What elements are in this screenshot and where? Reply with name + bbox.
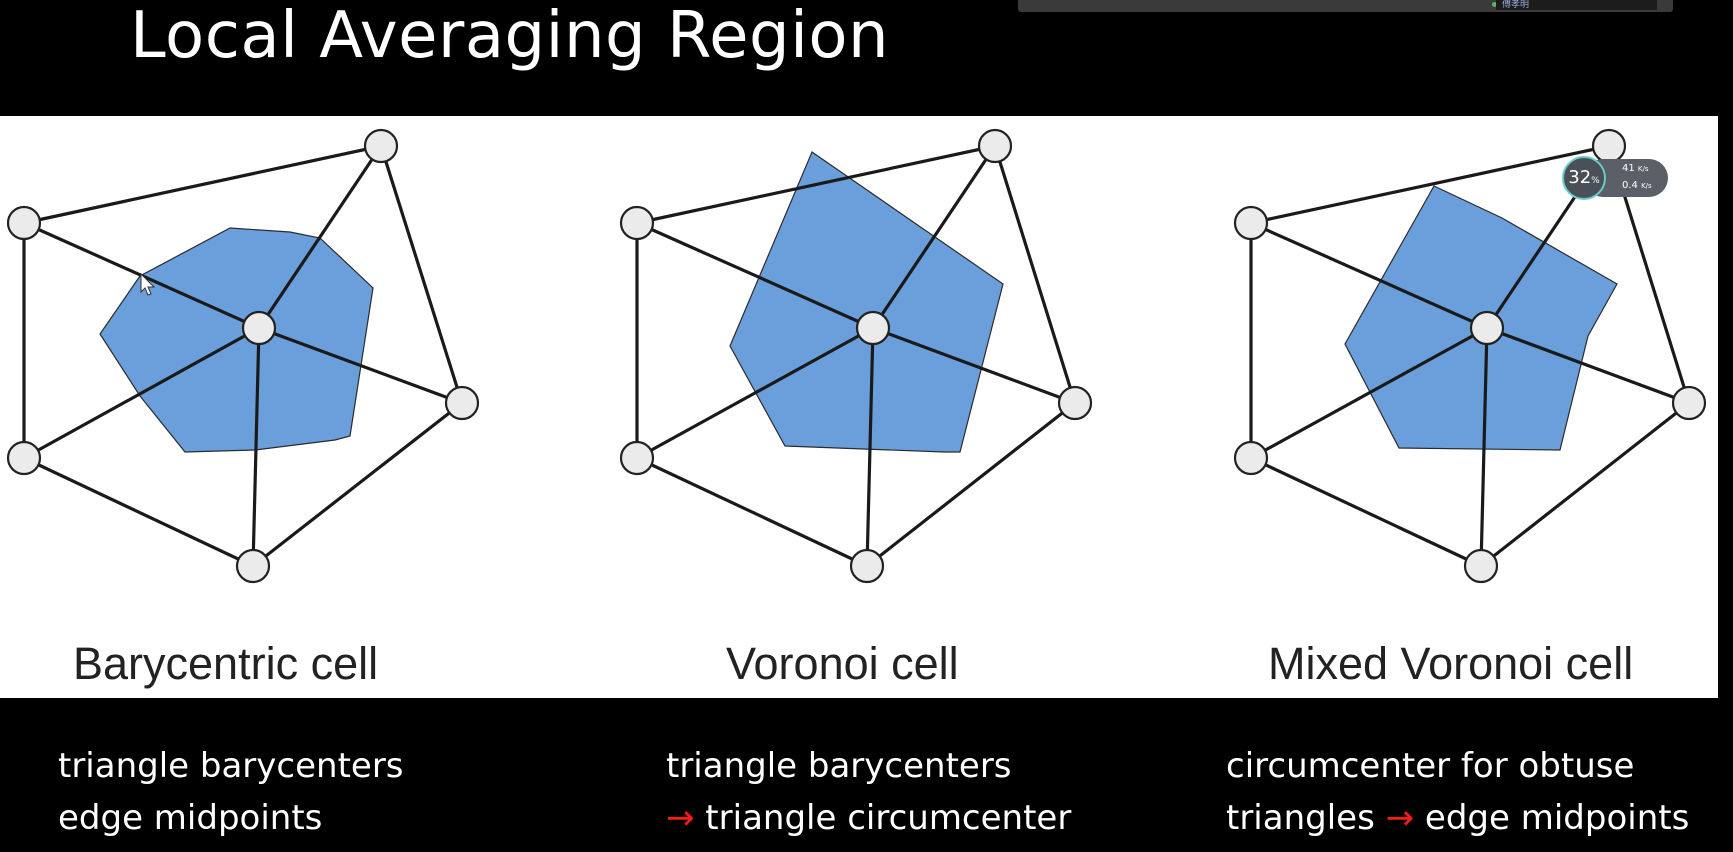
center-vertex-node bbox=[1469, 310, 1505, 346]
vertex-node bbox=[1463, 548, 1499, 584]
mouse-cursor-icon bbox=[140, 272, 156, 296]
outer-ring bbox=[22, 144, 464, 568]
vertex-node bbox=[619, 440, 655, 476]
download-value: 0.4 bbox=[1622, 180, 1638, 191]
vertex-node bbox=[1233, 205, 1269, 241]
description-line: circumcenter for obtuse bbox=[1226, 746, 1635, 786]
usage-percent-unit: % bbox=[1591, 176, 1600, 186]
voronoi-cell-label: Voronoi cell bbox=[726, 638, 959, 689]
barycentric-diagram bbox=[6, 128, 480, 584]
description-line: triangles → edge midpoints bbox=[1226, 792, 1689, 844]
outer-ring bbox=[1249, 144, 1691, 568]
download-unit: K/s bbox=[1641, 182, 1652, 190]
vertex-node bbox=[1671, 385, 1707, 421]
barycentric-description: triangle barycenters edge midpoints bbox=[58, 740, 404, 844]
vertex-node bbox=[1057, 385, 1093, 421]
upload-value: 41 bbox=[1622, 163, 1635, 174]
usage-percent: 32 bbox=[1568, 167, 1592, 188]
description-text: triangle circumcenter bbox=[694, 798, 1072, 838]
meeting-top-bar: 傅孝明 bbox=[1018, 0, 1673, 12]
voronoi-cell-region bbox=[729, 151, 1004, 453]
diagram-panel: Barycentric cell Voronoi cell Mixed Voro… bbox=[0, 116, 1718, 698]
description-line: triangle barycenters bbox=[666, 746, 1012, 786]
red-arrow-icon: → bbox=[666, 798, 695, 838]
mixed-voronoi-description: circumcenter for obtuse triangles → edge… bbox=[1226, 740, 1689, 844]
vertex-node bbox=[444, 385, 480, 421]
description-line: edge midpoints bbox=[58, 798, 323, 838]
vertex-node bbox=[977, 128, 1013, 164]
vertex-node bbox=[363, 128, 399, 164]
vertex-node bbox=[235, 548, 271, 584]
barycentric-cell-label: Barycentric cell bbox=[73, 638, 379, 689]
center-vertex-node bbox=[855, 310, 891, 346]
voronoi-description: triangle barycenters → triangle circumce… bbox=[666, 740, 1071, 844]
participant-name: 傅孝明 bbox=[1496, 0, 1657, 10]
cpu-usage-gauge: 32% bbox=[1562, 156, 1606, 200]
description-line: → triangle circumcenter bbox=[666, 792, 1071, 844]
mic-indicator-icon bbox=[1492, 2, 1497, 7]
vertex-node bbox=[849, 548, 885, 584]
outer-ring bbox=[635, 144, 1077, 568]
description-text: edge midpoints bbox=[1414, 798, 1690, 838]
network-speed-widget[interactable]: 32% 41 K/s 0.4 K/s bbox=[1562, 156, 1668, 200]
slide-title: Local Averaging Region bbox=[130, 0, 890, 73]
upload-speed: 41 K/s bbox=[1622, 163, 1649, 174]
description-text: triangles bbox=[1226, 798, 1386, 838]
voronoi-diagram bbox=[619, 128, 1093, 584]
vertex-node bbox=[619, 205, 655, 241]
mixed-voronoi-cell-label: Mixed Voronoi cell bbox=[1268, 638, 1634, 689]
vertex-node bbox=[6, 440, 42, 476]
vertex-node bbox=[1233, 440, 1269, 476]
description-line: triangle barycenters bbox=[58, 746, 404, 786]
center-vertex-node bbox=[241, 310, 277, 346]
mesh-diagrams bbox=[6, 128, 1707, 584]
red-arrow-icon: → bbox=[1385, 798, 1415, 838]
upload-unit: K/s bbox=[1637, 165, 1649, 173]
download-speed: 0.4 K/s bbox=[1622, 180, 1652, 191]
vertex-node bbox=[6, 205, 42, 241]
